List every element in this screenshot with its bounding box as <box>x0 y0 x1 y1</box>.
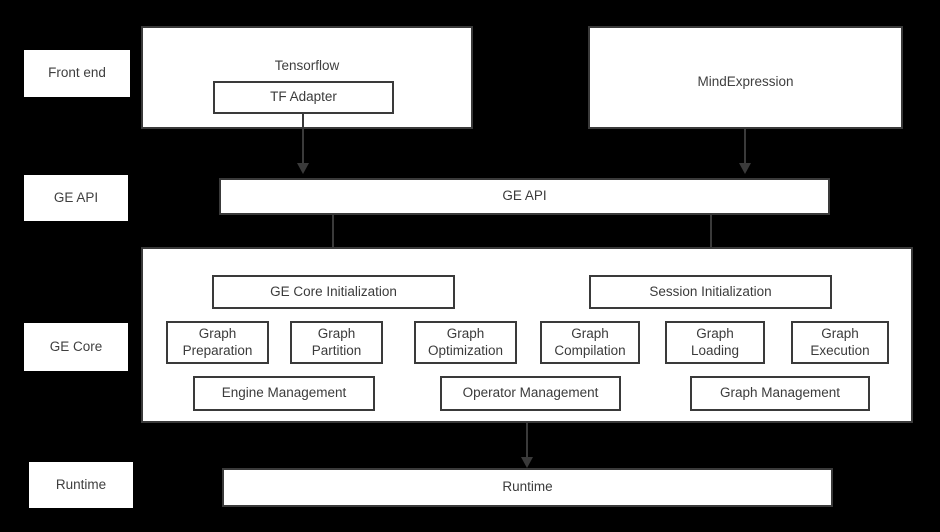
tf-adapter-box[interactable]: TF Adapter <box>213 81 394 114</box>
stage-label-ge-api: GE API <box>24 175 128 221</box>
graph-partition-box[interactable]: Graph Partition <box>290 321 383 364</box>
connector-mindexpression-to-ge-api <box>744 129 746 165</box>
ge-core-initialization-label: GE Core Initialization <box>270 283 397 299</box>
stage-label-runtime-text: Runtime <box>55 476 107 492</box>
graph-compilation-label: Graph Compilation <box>554 326 626 358</box>
mindexpression-title: MindExpression <box>697 74 794 89</box>
stage-label-runtime: Runtime <box>29 462 133 508</box>
stage-label-ge-core-text: GE Core <box>49 338 103 354</box>
arrowhead-tf-adapter-to-ge-api <box>297 163 309 174</box>
graph-loading-box[interactable]: Graph Loading <box>665 321 765 364</box>
graph-execution-label: Graph Execution <box>810 326 870 358</box>
operator-management-label: Operator Management <box>462 385 599 401</box>
arrowhead-ge-core-to-runtime <box>521 457 533 468</box>
mindexpression-container: MindExpression <box>588 26 903 129</box>
graph-management-box[interactable]: Graph Management <box>690 376 870 411</box>
session-initialization-box[interactable]: Session Initialization <box>589 275 832 309</box>
graph-partition-label: Graph Partition <box>311 326 362 358</box>
ge-api-bar-label: GE API <box>502 188 547 204</box>
graph-preparation-label: Graph Preparation <box>182 326 253 358</box>
connector-tf-adapter-to-ge-api <box>302 113 304 165</box>
arrowhead-mindexpression-to-ge-api <box>739 163 751 174</box>
graph-compilation-box[interactable]: Graph Compilation <box>540 321 640 364</box>
runtime-bar[interactable]: Runtime <box>222 468 833 507</box>
graph-loading-label: Graph Loading <box>690 326 740 358</box>
ge-core-initialization-box[interactable]: GE Core Initialization <box>212 275 455 309</box>
runtime-bar-label: Runtime <box>502 479 553 495</box>
connector-ge-core-to-runtime <box>526 423 528 461</box>
stage-label-front-end-text: Front end <box>48 65 106 81</box>
tensorflow-title: Tensorflow <box>274 58 340 73</box>
engine-management-label: Engine Management <box>221 385 347 401</box>
graph-preparation-box[interactable]: Graph Preparation <box>166 321 269 364</box>
graph-management-label: Graph Management <box>719 385 841 401</box>
graph-optimization-label: Graph Optimization <box>427 326 504 358</box>
stage-label-front-end: Front end <box>24 50 130 97</box>
connector-ge-api-to-ge-core-init <box>332 215 334 263</box>
engine-management-box[interactable]: Engine Management <box>193 376 375 411</box>
connector-ge-api-to-session-init <box>710 215 712 263</box>
graph-execution-box[interactable]: Graph Execution <box>791 321 889 364</box>
stage-label-ge-api-text: GE API <box>53 189 99 205</box>
ge-api-bar[interactable]: GE API <box>219 178 830 215</box>
session-initialization-label: Session Initialization <box>649 283 772 299</box>
graph-optimization-box[interactable]: Graph Optimization <box>414 321 517 364</box>
operator-management-box[interactable]: Operator Management <box>440 376 621 411</box>
tf-adapter-label: TF Adapter <box>270 89 337 105</box>
stage-label-ge-core: GE Core <box>24 323 128 371</box>
